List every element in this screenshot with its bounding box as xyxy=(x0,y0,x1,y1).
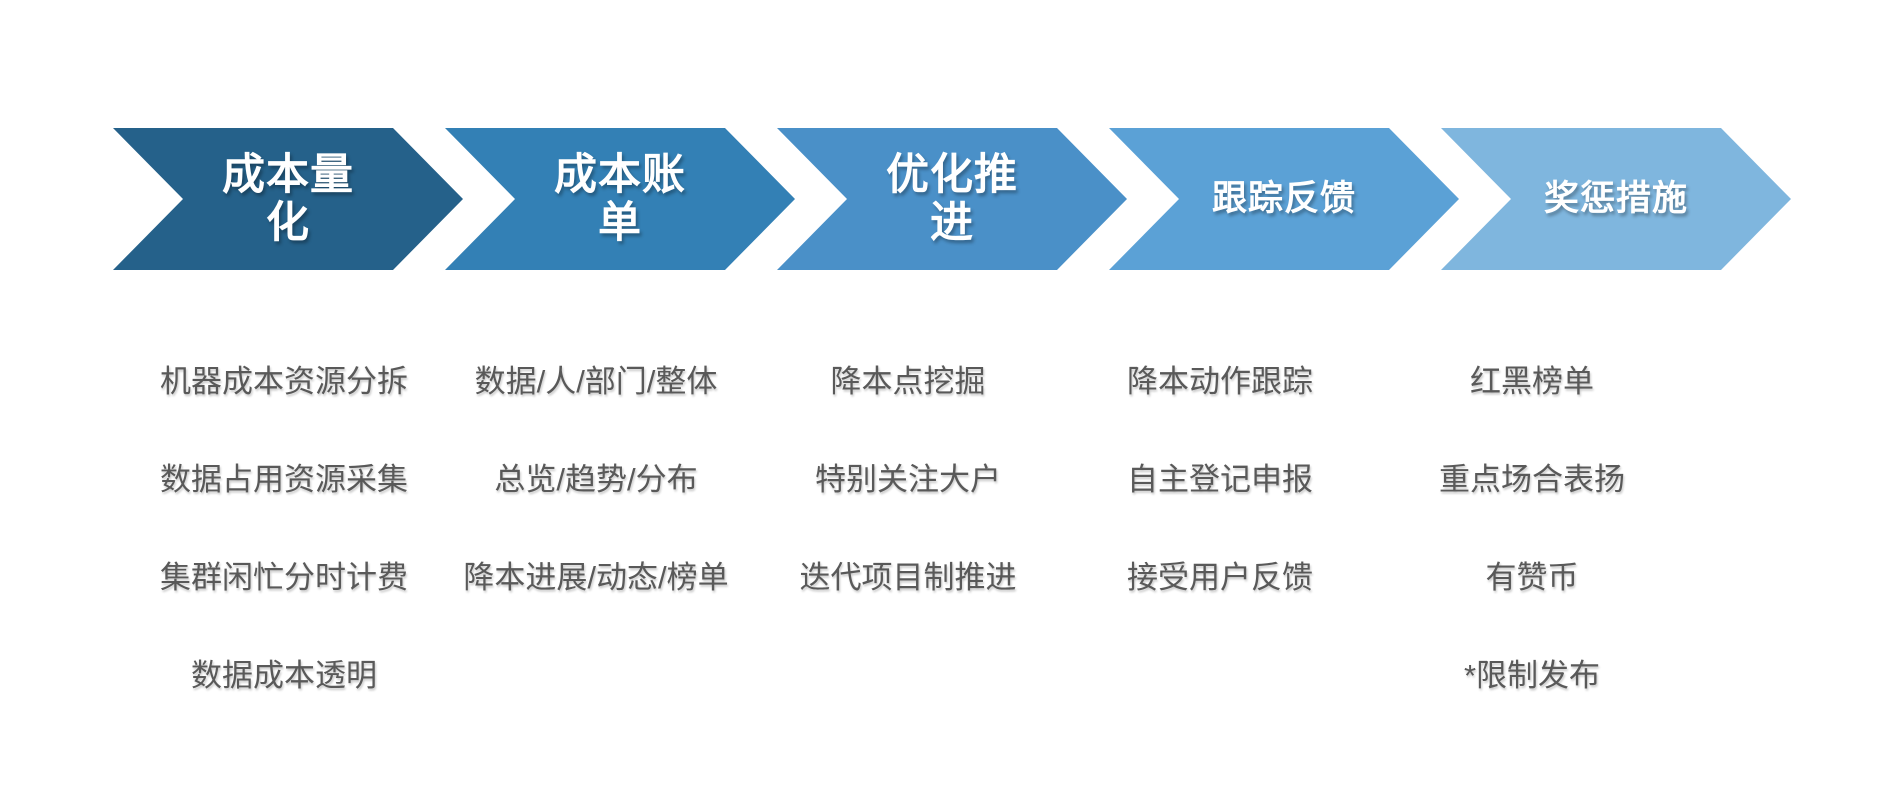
step-details-column-3: 降本点挖掘 特别关注大户 迭代项目制推进 xyxy=(752,329,1064,721)
detail-item: 特别关注大户 xyxy=(815,461,1001,497)
detail-item: 降本进展/动态/榜单 xyxy=(463,559,729,595)
detail-item: 机器成本资源分拆 xyxy=(160,363,408,399)
process-flow: 成本量 化 成本账 单 优化推 进 跟踪反馈 奖惩措施 xyxy=(0,128,1900,270)
detail-item: 集群闲忙分时计费 xyxy=(160,559,408,595)
process-step-chevron-1: 成本量 化 xyxy=(113,128,463,270)
process-step-label: 奖惩措施 xyxy=(1543,179,1688,219)
process-step-label: 跟踪反馈 xyxy=(1211,179,1356,219)
step-details-column-4: 降本动作跟踪 自主登记申报 接受用户反馈 xyxy=(1064,329,1376,721)
detail-item: 迭代项目制推进 xyxy=(799,559,1017,595)
step-details-column-1: 机器成本资源分拆 数据占用资源采集 集群闲忙分时计费 数据成本透明 xyxy=(128,329,440,721)
detail-item: 降本点挖掘 xyxy=(830,363,986,399)
step-details-column-2: 数据/人/部门/整体 总览/趋势/分布 降本进展/动态/榜单 xyxy=(440,329,752,721)
detail-item: 数据占用资源采集 xyxy=(160,461,408,497)
detail-item: 红黑榜单 xyxy=(1470,363,1594,399)
detail-item xyxy=(440,623,752,721)
step-details-column-5: 红黑榜单 重点场合表扬 有赞币 *限制发布 xyxy=(1376,329,1688,721)
detail-item: 数据成本透明 xyxy=(191,657,377,693)
detail-item: *限制发布 xyxy=(1463,657,1601,693)
process-step-label: 成本账 单 xyxy=(554,150,686,247)
process-step-chevron-5: 奖惩措施 xyxy=(1441,128,1791,270)
detail-item: 降本动作跟踪 xyxy=(1127,363,1313,399)
process-step-chevron-4: 跟踪反馈 xyxy=(1109,128,1459,270)
detail-item: 重点场合表扬 xyxy=(1439,461,1625,497)
detail-item xyxy=(752,623,1064,721)
process-step-chevron-3: 优化推 进 xyxy=(777,128,1127,270)
process-step-chevron-2: 成本账 单 xyxy=(445,128,795,270)
process-step-label: 优化推 进 xyxy=(886,150,1018,247)
process-step-label: 成本量 化 xyxy=(222,150,354,247)
detail-item: 总览/趋势/分布 xyxy=(494,461,698,497)
detail-item: 接受用户反馈 xyxy=(1127,559,1313,595)
detail-item: 有赞币 xyxy=(1485,559,1579,595)
detail-item: 自主登记申报 xyxy=(1127,461,1313,497)
detail-item: 数据/人/部门/整体 xyxy=(474,363,718,399)
step-details-grid: 机器成本资源分拆 数据占用资源采集 集群闲忙分时计费 数据成本透明 数据/人/部… xyxy=(128,329,1688,721)
detail-item xyxy=(1064,623,1376,721)
